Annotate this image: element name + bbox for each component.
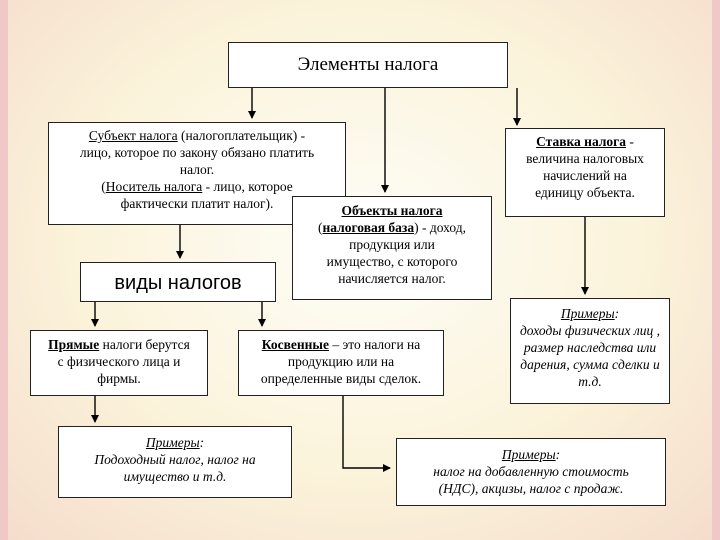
objects-term: Объекты налога — [341, 203, 443, 218]
direct-examples-line-3: имущество и т.д. — [123, 469, 227, 484]
direct-examples-line-1: Примеры: — [145, 435, 205, 450]
indirect-taxes-box: Косвенные – это налоги на продукцию или … — [238, 330, 444, 396]
direct-taxes-box: Прямые налоги берутся с физического лица… — [30, 330, 208, 396]
indirect-examples-line-1: Примеры: — [501, 447, 561, 462]
indirect-examples-line-3: (НДС), акцизы, налог с продаж. — [438, 481, 624, 496]
subject-term: Субъект налога — [88, 128, 178, 143]
indirect-line-1: Косвенные – это налоги на — [261, 337, 421, 352]
title-text: Элементы налога — [297, 54, 439, 75]
direct-term: Прямые — [48, 337, 100, 352]
indirect-term: Косвенные — [261, 337, 329, 352]
indirect-examples-line-2: налог на добавленную стоимость — [433, 464, 629, 479]
objects-line-4: имущество, с которого — [326, 254, 458, 269]
objects-line-5: начисляется налог. — [338, 271, 446, 286]
subject-line-5: фактически платит налог). — [120, 196, 274, 211]
rate-examples-line-4: дарения, сумма сделки и — [520, 357, 660, 372]
rate-examples-line-2: доходы физических лиц , — [519, 323, 661, 338]
rate-examples-line-1: Примеры: — [560, 306, 620, 321]
rate-examples-line-5: т.д. — [578, 374, 602, 389]
title-box: Элементы налога — [228, 42, 508, 88]
rate-line-4: единицу объекта. — [535, 185, 635, 200]
carrier-term: Носитель налога — [105, 179, 203, 194]
subject-line-1: Субъект налога (налогоплательщик) - — [88, 128, 306, 143]
direct-examples-line-2: Подоходный налог, налог на — [94, 452, 256, 467]
objects-line-2: (налоговая база) - доход, — [318, 220, 466, 235]
objects-line-3: продукция или — [349, 237, 435, 252]
direct-examples-label: Примеры — [145, 435, 200, 450]
rate-box: Ставка налога - величина налоговых начис… — [505, 128, 665, 217]
objects-line-1: Объекты налога — [293, 202, 491, 219]
subject-line-2: лицо, которое по закону обязано платить — [79, 145, 315, 160]
rate-examples-line-3: размер наследства или — [523, 340, 657, 355]
rate-examples-label: Примеры — [560, 306, 615, 321]
indirect-examples-box: Примеры: налог на добавленную стоимость … — [396, 438, 666, 506]
tax-base-term: налоговая база — [322, 220, 415, 235]
subject-line-4: (Носитель налога - лицо, которое — [101, 179, 293, 194]
tax-types-label: виды налогов — [114, 272, 242, 294]
rate-line-1: Ставка налога - — [536, 134, 634, 149]
indirect-line-2: продукцию или на — [287, 354, 395, 369]
indirect-line-3: определенные виды сделок. — [260, 371, 422, 386]
direct-line-2: с физического лица и — [57, 354, 181, 369]
arrow-indirect-to-examples — [342, 396, 391, 472]
rate-term: Ставка налога — [536, 134, 627, 149]
direct-line-3: фирмы. — [97, 371, 141, 386]
rate-line-2: величина налоговых — [526, 151, 644, 166]
direct-examples-box: Примеры: Подоходный налог, налог на имущ… — [58, 426, 292, 498]
tax-types-box: виды налогов — [80, 262, 276, 302]
direct-line-1: Прямые налоги берутся — [48, 337, 190, 352]
rate-examples-box: Примеры: доходы физических лиц , размер … — [510, 298, 670, 404]
indirect-examples-label: Примеры — [501, 447, 556, 462]
rate-line-3: начислений на — [543, 168, 627, 183]
objects-box: Объекты налога (налоговая база) - доход,… — [292, 196, 492, 300]
subject-line-3: налог. — [179, 162, 215, 177]
